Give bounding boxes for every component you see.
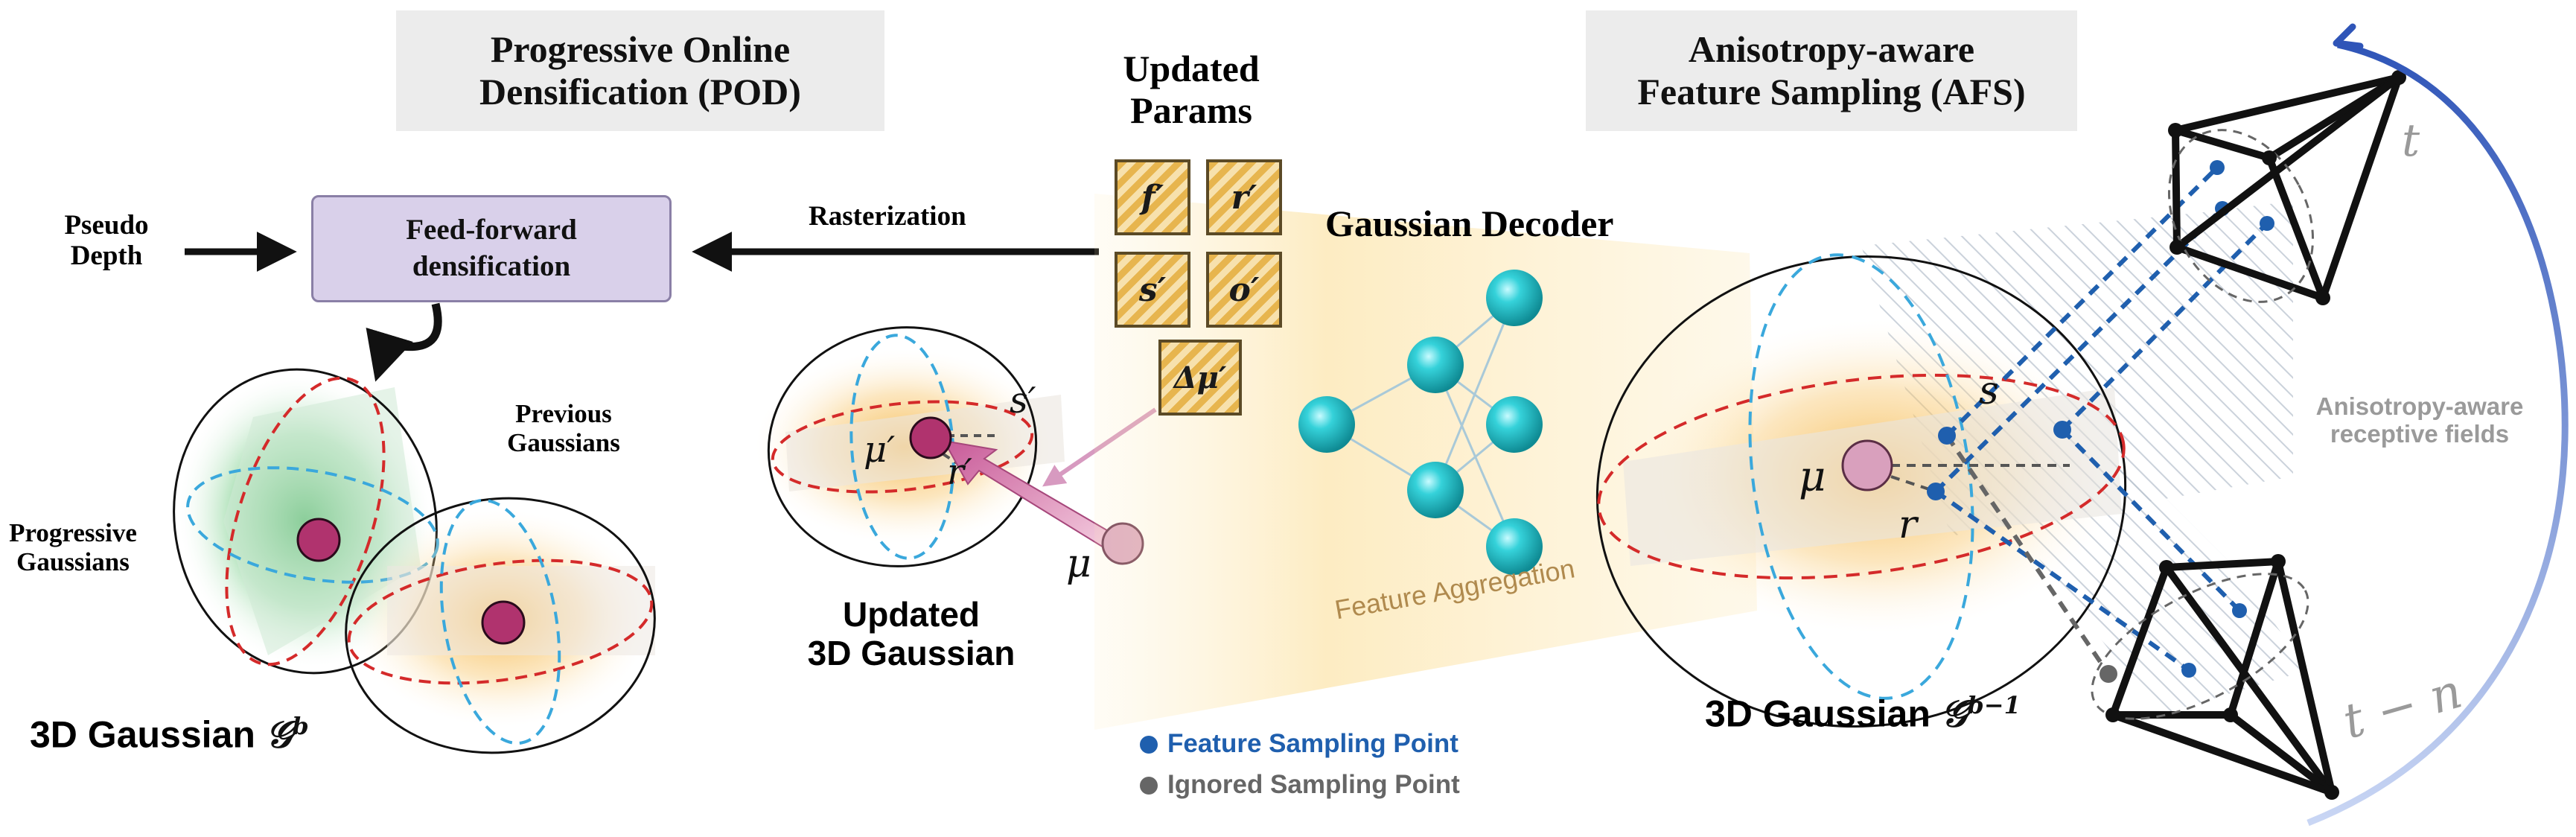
legend-markers: [1140, 736, 1158, 795]
legend-ignored-sampling: Ignored Sampling Point: [1167, 770, 1460, 799]
ff-line1: Feed-forward: [406, 214, 577, 246]
afs-r-label: r: [1898, 503, 1917, 547]
frustum-vertices: [2105, 70, 2406, 800]
param-tile-s: s′: [1115, 252, 1190, 328]
param-tile-r: r′: [1206, 159, 1282, 235]
time-arc-icon: [2306, 23, 2569, 827]
s-prime-label: s′: [1010, 380, 1036, 421]
afs-s-label: s: [1979, 369, 1999, 413]
feature-aggregation-beam: [1094, 194, 1757, 730]
pod-title-box: Progressive Online Densification (POD): [396, 10, 884, 131]
rasterization-label: Rasterization: [809, 201, 966, 232]
updated-gaussian-shape: [756, 326, 1157, 567]
previous-gaussians-label: Previous Gaussians: [507, 399, 620, 458]
param-tile-o: o′: [1206, 252, 1282, 328]
param-tile-delta-mu: Δμ′: [1158, 340, 1242, 416]
feed-forward-densification-box: Feed-forward densification: [311, 195, 672, 302]
pod-title-line1: Progressive Online: [490, 28, 791, 70]
r-prime-label: r′: [947, 451, 972, 493]
gaussian-b-label: 3D Gaussian 𝒢b: [30, 712, 309, 757]
pseudo-depth-label: Pseudo Depth: [64, 210, 149, 272]
previous-gaussian-shape: [345, 497, 656, 754]
mu-label: μ: [1066, 541, 1091, 586]
afs-title-line2: Feature Sampling (AFS): [1637, 71, 2026, 112]
mu-prime-label: μ′: [864, 429, 896, 471]
pod-title-line2: Densification (POD): [479, 71, 801, 112]
gaussian-b-minus-1-label: 3D Gaussian 𝒢b−1: [1705, 691, 2021, 736]
afs-title-box: Anisotropy-aware Feature Sampling (AFS): [1586, 10, 2077, 131]
gaussian-decoder-title: Gaussian Decoder: [1325, 203, 1614, 244]
updated-params-label: Updated Params: [1123, 48, 1260, 131]
afs-mu-label: μ: [1799, 453, 1826, 501]
param-tile-f: f′: [1115, 159, 1190, 235]
sampling-lines: [1933, 165, 2269, 675]
receptive-fields-label: Anisotropy-aware receptive fields: [2315, 392, 2524, 448]
ff-line2: densification: [412, 250, 571, 282]
legend-feature-sampling: Feature Sampling Point: [1167, 729, 1458, 758]
updated-gaussian-label: Updated 3D Gaussian: [807, 595, 1016, 672]
afs-title-line1: Anisotropy-aware: [1688, 28, 1975, 70]
curved-arrow-icon: [366, 302, 442, 382]
progressive-gaussians-label: Progressive Gaussians: [9, 518, 137, 577]
time-t-label: t: [2402, 115, 2420, 167]
neuron-icon: [1298, 270, 1543, 575]
